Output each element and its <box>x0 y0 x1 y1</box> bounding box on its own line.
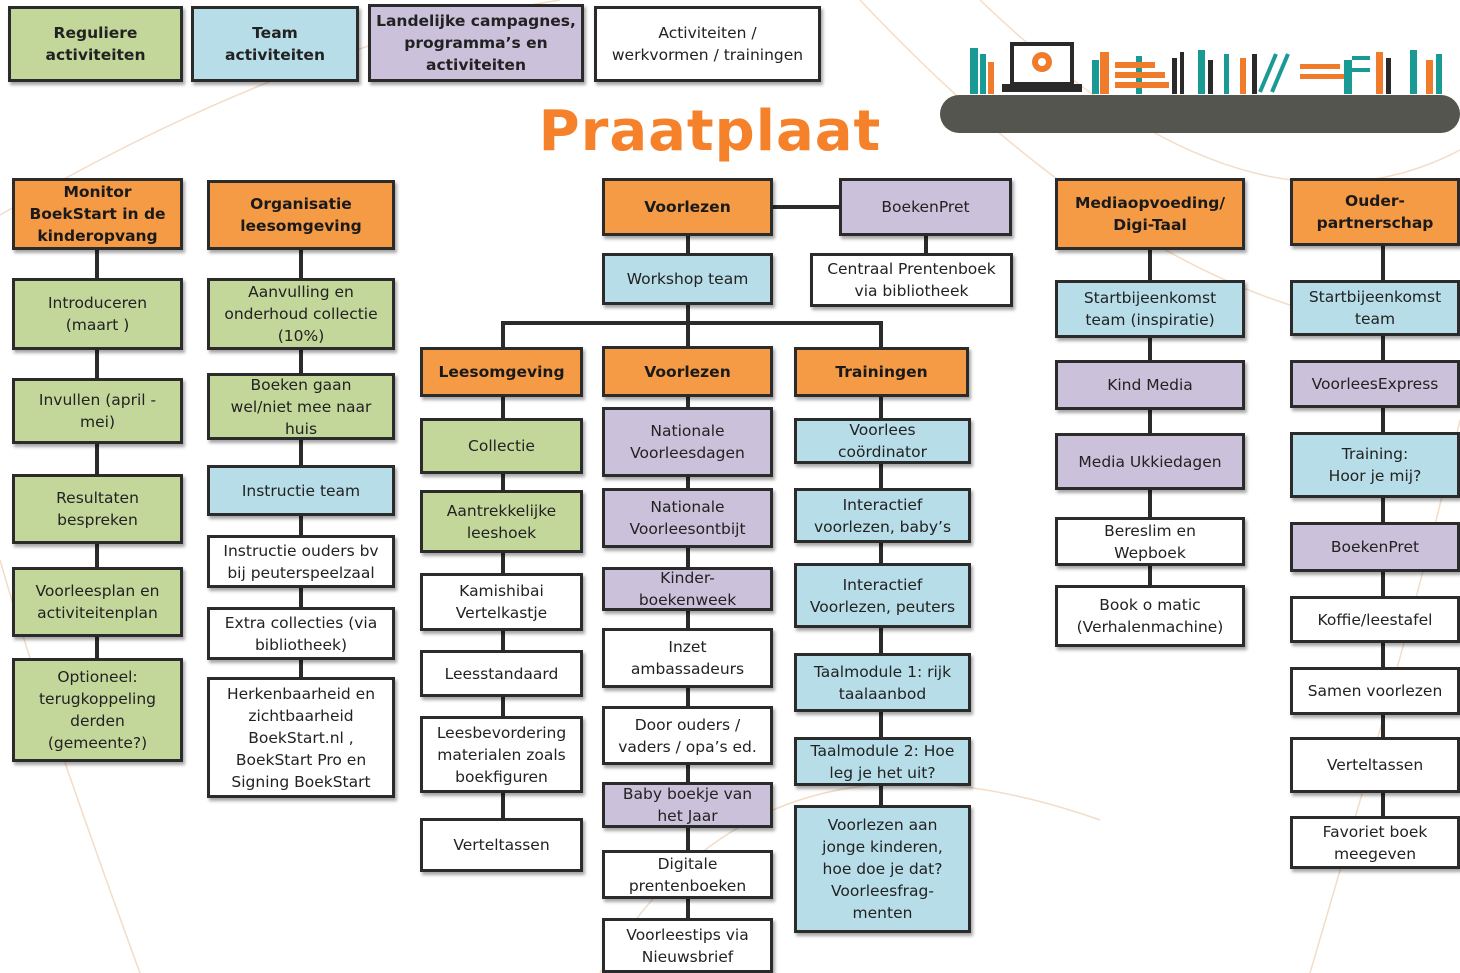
media-item-kind-media: Kind Media <box>1055 360 1245 410</box>
sub-voorlezen-item-door-ouders: Door ouders / vaders / opa’s ed. <box>602 706 773 765</box>
organisatie-item-extra-collecties: Extra collecties (via bibliotheek) <box>207 607 395 660</box>
media-item-bereslim: Bereslim en Wepboek <box>1055 517 1245 566</box>
legend-landelijke-campagnes: Landelijke campagnes, programma’s en act… <box>368 4 584 82</box>
trainingen-item-interactief-peuters: Interactief Voorlezen, peuters <box>794 563 971 628</box>
voorlezen-centraal-prentenboek: Centraal Prentenboek via bibliotheek <box>810 253 1013 307</box>
monitor-item-voorleesplan: Voorleesplan en activiteitenplan <box>12 567 183 637</box>
sub-voorlezen-header: Voorlezen <box>602 346 773 397</box>
legend-reguliere-activiteiten: Reguliere activiteiten <box>8 6 183 82</box>
monitor-header: Monitor BoekStart in de kinderopvang <box>12 178 183 250</box>
trainingen-item-taalmodule-1: Taalmodule 1: rijk taalaanbod <box>794 653 971 712</box>
trainingen-item-voorlezen-jonge-kinderen: Voorlezen aan jonge kinderen, hoe doe je… <box>794 805 971 933</box>
sub-voorlezen-item-kinderboekenweek: Kinder- boekenweek <box>602 567 773 611</box>
voorlezen-boekenpret: BoekenPret <box>839 178 1012 236</box>
trainingen-item-coordinator: Voorlees coördinator <box>794 418 971 464</box>
organisatie-header: Organisatie leesomgeving <box>207 180 395 250</box>
organisatie-item-instructie-team: Instructie team <box>207 465 395 516</box>
leesomgeving-item-leesstandaard: Leesstandaard <box>420 650 583 697</box>
organisatie-item-herkenbaarheid: Herkenbaarheid en zichtbaarheid BoekStar… <box>207 677 395 798</box>
ouder-item-koffie-leestafel: Koffie/leestafel <box>1290 596 1460 643</box>
leesomgeving-item-verteltassen: Verteltassen <box>420 818 583 872</box>
sub-voorlezen-item-digitale-prentenboeken: Digitale prentenboeken <box>602 850 773 899</box>
trainingen-item-interactief-babys: Interactief voorlezen, baby’s <box>794 488 971 543</box>
ouder-header: Ouder- partnerschap <box>1290 178 1460 246</box>
leesomgeving-item-kamishibai: Kamishibai Vertelkastje <box>420 573 583 631</box>
leesomgeving-item-collectie: Collectie <box>420 418 583 474</box>
media-item-ukkiedagen: Media Ukkiedagen <box>1055 433 1245 490</box>
trainingen-item-taalmodule-2: Taalmodule 2: Hoe leg je het uit? <box>794 737 971 786</box>
sub-voorlezen-item-voorleesdagen: Nationale Voorleesdagen <box>602 407 773 477</box>
ouder-item-voorleesexpress: VoorleesExpress <box>1290 360 1460 408</box>
page-title: Praatplaat <box>538 99 882 164</box>
legend-team-activiteiten: Team activiteiten <box>191 6 359 82</box>
voorlezen-header: Voorlezen <box>602 178 773 236</box>
bookshelf-illustration <box>940 42 1460 133</box>
leesomgeving-item-leeshoek: Aantrekkelijke leeshoek <box>420 490 583 553</box>
leesomgeving-item-leesbevordering: Leesbevordering materialen zoals boekfig… <box>420 716 583 793</box>
organisatie-item-aanvulling: Aanvulling en onderhoud collectie (10%) <box>207 278 395 350</box>
monitor-item-invullen: Invullen (april - mei) <box>12 378 183 444</box>
leesomgeving-header: Leesomgeving <box>420 347 583 397</box>
organisatie-item-boeken-gaan: Boeken gaan wel/niet mee naar huis <box>207 373 395 440</box>
sub-voorlezen-item-baby-boekje: Baby boekje van het Jaar <box>602 782 773 828</box>
ouder-item-startbijeenkomst: Startbijeenkomst team <box>1290 280 1460 336</box>
sub-voorlezen-item-voorleestips: Voorleestips via Nieuwsbrief <box>602 918 773 973</box>
media-item-startbijeenkomst: Startbijeenkomst team (inspiratie) <box>1055 280 1245 338</box>
sub-voorlezen-item-voorleesontbijt: Nationale Voorleesontbijt <box>602 488 773 548</box>
ouder-item-verteltassen: Verteltassen <box>1290 737 1460 793</box>
ouder-item-favoriet-boek: Favoriet boek meegeven <box>1290 816 1460 869</box>
trainingen-header: Trainingen <box>794 347 969 397</box>
monitor-item-resultaten: Resultaten bespreken <box>12 474 183 544</box>
voorlezen-workshop-team: Workshop team <box>602 253 773 305</box>
media-header: Mediaopvoeding/ Digi-Taal <box>1055 178 1245 250</box>
sub-voorlezen-item-ambassadeurs: Inzet ambassadeurs <box>602 628 773 688</box>
monitor-item-introduceren: Introduceren (maart ) <box>12 278 183 350</box>
ouder-item-samen-voorlezen: Samen voorlezen <box>1290 667 1460 715</box>
ouder-item-boekenpret: BoekenPret <box>1290 522 1460 572</box>
legend-werkvormen: Activiteiten / werkvormen / trainingen <box>594 6 821 82</box>
organisatie-item-instructie-ouders: Instructie ouders bv bij peuterspeelzaal <box>207 535 395 588</box>
ouder-item-training-hoor-je-mij: Training: Hoor je mij? <box>1290 432 1460 498</box>
media-item-book-o-matic: Book o matic (Verhalenmachine) <box>1055 585 1245 647</box>
monitor-item-optioneel: Optioneel: terugkoppeling derden (gemeen… <box>12 658 183 762</box>
